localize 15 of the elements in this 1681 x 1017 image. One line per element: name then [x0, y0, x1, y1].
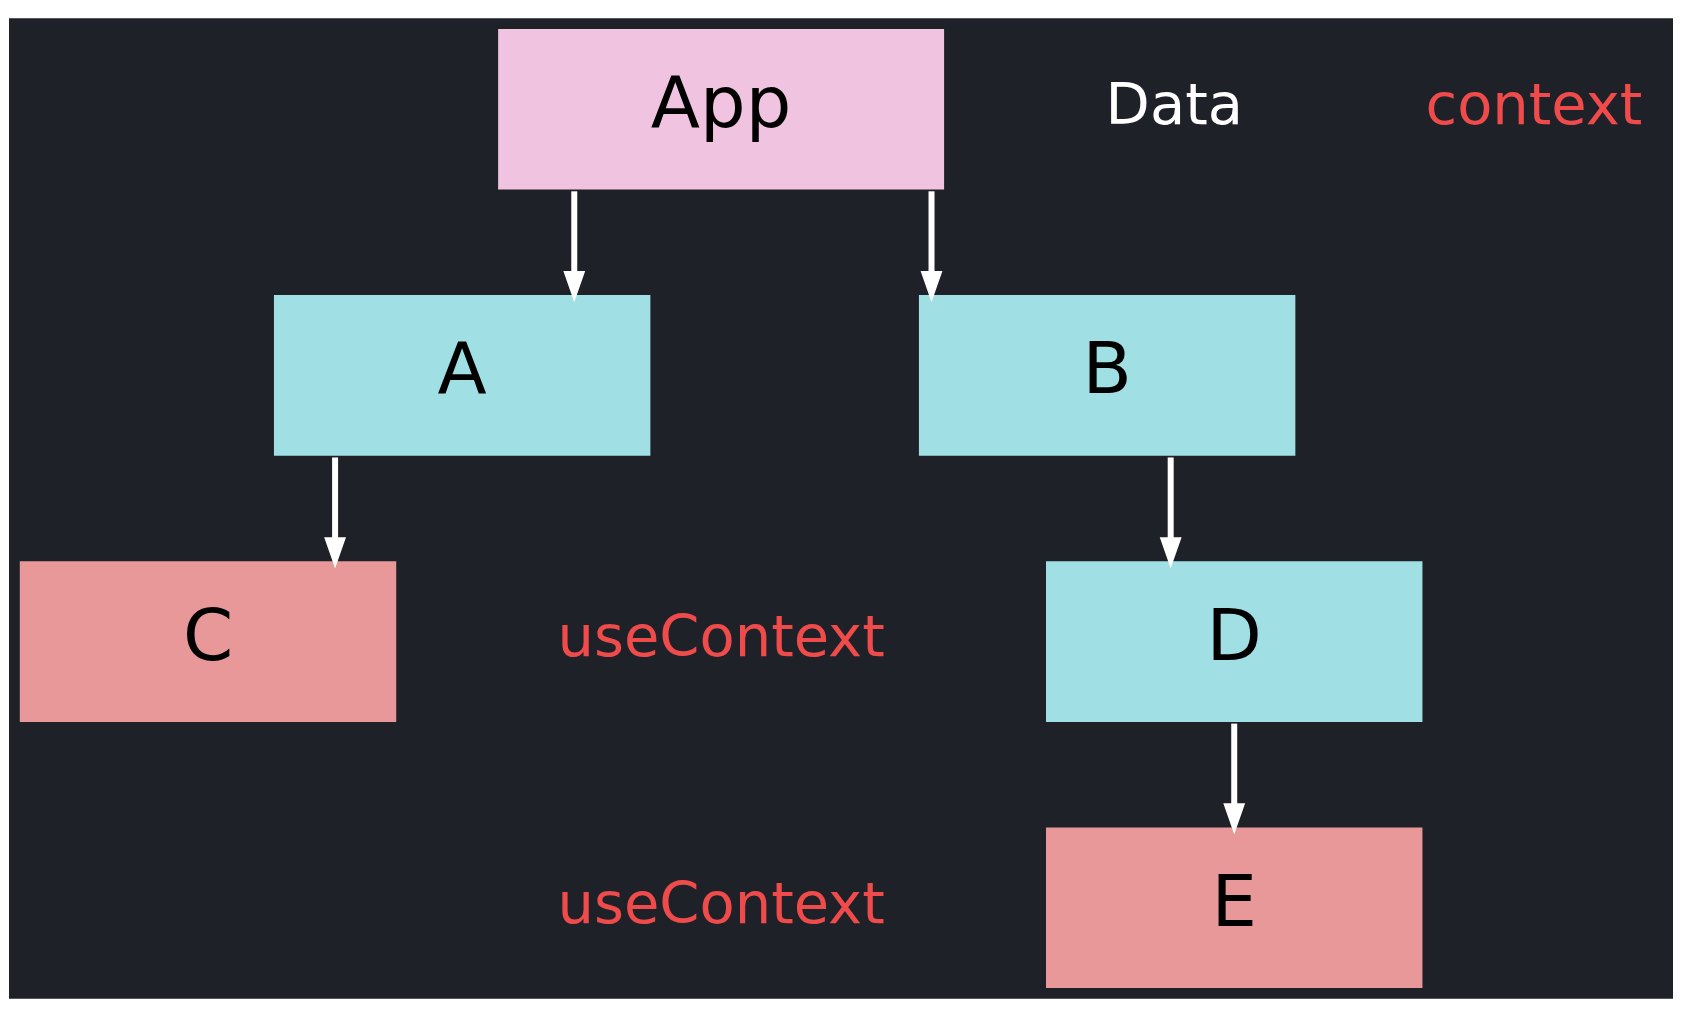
- node-label: useContext: [557, 869, 885, 937]
- arrow: [1159, 457, 1182, 569]
- node-box: D: [1043, 558, 1425, 725]
- node-box: A: [271, 292, 653, 459]
- arrow: [562, 191, 585, 303]
- arrow: [1222, 723, 1245, 835]
- node-label: useContext: [557, 603, 885, 671]
- arrow: [323, 457, 346, 569]
- node-box: B: [916, 292, 1298, 459]
- node-label: context: [1425, 71, 1642, 139]
- node-box: App: [495, 26, 946, 192]
- arrow: [920, 191, 942, 303]
- node-box: C: [16, 558, 399, 725]
- node-label: Data: [1105, 71, 1243, 139]
- node-box: E: [1043, 825, 1425, 991]
